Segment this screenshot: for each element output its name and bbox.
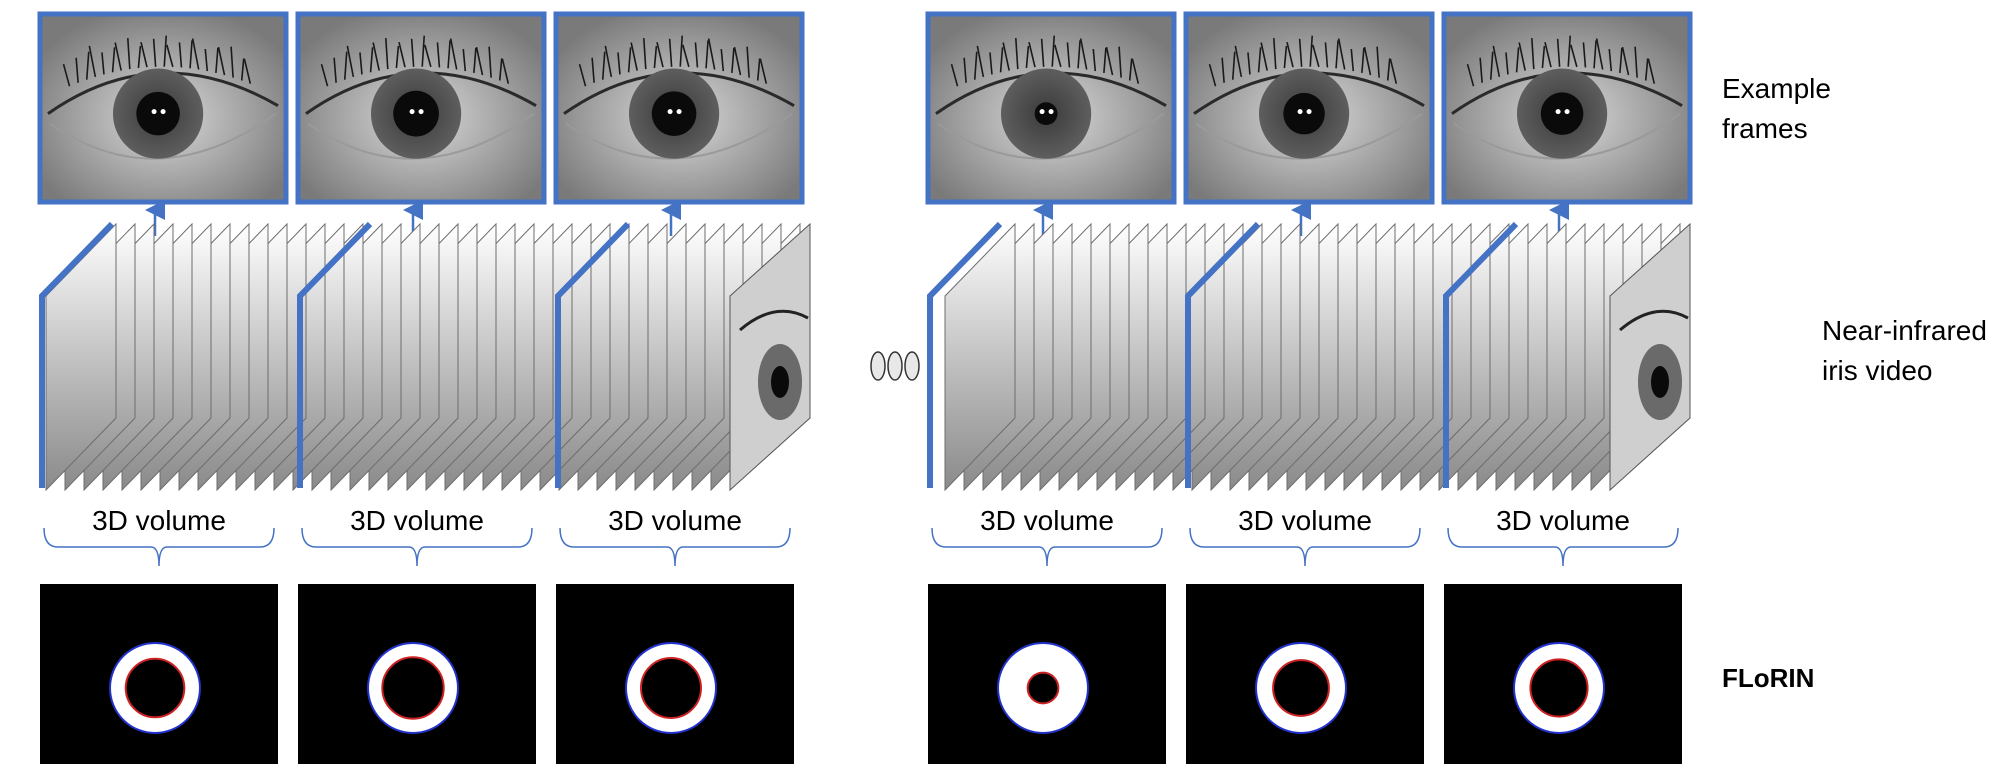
volume-label: 3D volume [92,505,226,536]
example-frame [925,11,1177,205]
florin-mask [1444,584,1682,764]
volume-label: 3D volume [1496,505,1630,536]
brace-path [931,527,1163,567]
brace-path [1189,527,1421,567]
example-frame [1441,11,1693,205]
ellipsis-oval [870,351,886,381]
florin-mask [40,584,278,764]
video-last-frame [729,222,811,492]
example-frame [37,11,289,205]
iris-video-stack [39,221,1691,492]
brace-path [559,527,791,567]
pupil-region [640,657,702,719]
volume-start-slice [39,221,115,488]
example-frames-label-2: frames [1722,113,1808,144]
pupil-region [1272,659,1330,717]
pupil-region [124,657,186,719]
florin-mask [298,584,536,764]
ellipsis-oval [887,351,903,381]
video-last-frame [1609,222,1691,492]
video-slices [927,221,1691,492]
volume-label: 3D volume [350,505,484,536]
volume-label: 3D volume [1238,505,1372,536]
florin-mask [928,584,1166,764]
pupil-region [1026,671,1060,705]
pupil-region [381,656,445,720]
video-slices [39,221,811,492]
volume-start-slice [1443,221,1519,488]
volume-brace: 3D volume [1189,505,1421,567]
example-frame [295,11,547,205]
volume-brace: 3D volume [1447,505,1679,567]
example-frame [553,11,805,205]
video-continuation-ellipsis [870,351,920,381]
florin-mask [556,584,794,764]
volume-braces: 3D volume 3D volume 3D volume 3D volume 3D v… [43,505,1679,567]
volume-start-slice [1185,221,1261,488]
volume-start-slice [297,221,373,488]
florin-masks-row [40,584,1682,764]
brace-path [1447,527,1679,567]
volume-brace: 3D volume [43,505,275,567]
volume-start-slice [555,221,631,488]
ellipsis-oval [904,351,920,381]
brace-path [43,527,275,567]
florin-label: FLoRIN [1722,663,1814,693]
iris-video-label: Near-infrared [1822,315,1987,346]
example-frames-label: Example [1722,73,1831,104]
pupil-region [1529,658,1589,718]
brace-path [301,527,533,567]
example-frames-row [37,11,1693,205]
iris-video-label-2: iris video [1822,355,1932,386]
volume-brace: 3D volume [559,505,791,567]
volume-brace: 3D volume [301,505,533,567]
volume-label: 3D volume [608,505,742,536]
volume-start-slice [927,221,1003,488]
florin-mask [1186,584,1424,764]
volume-brace: 3D volume [931,505,1163,567]
example-frame [1183,11,1435,205]
volume-label: 3D volume [980,505,1114,536]
